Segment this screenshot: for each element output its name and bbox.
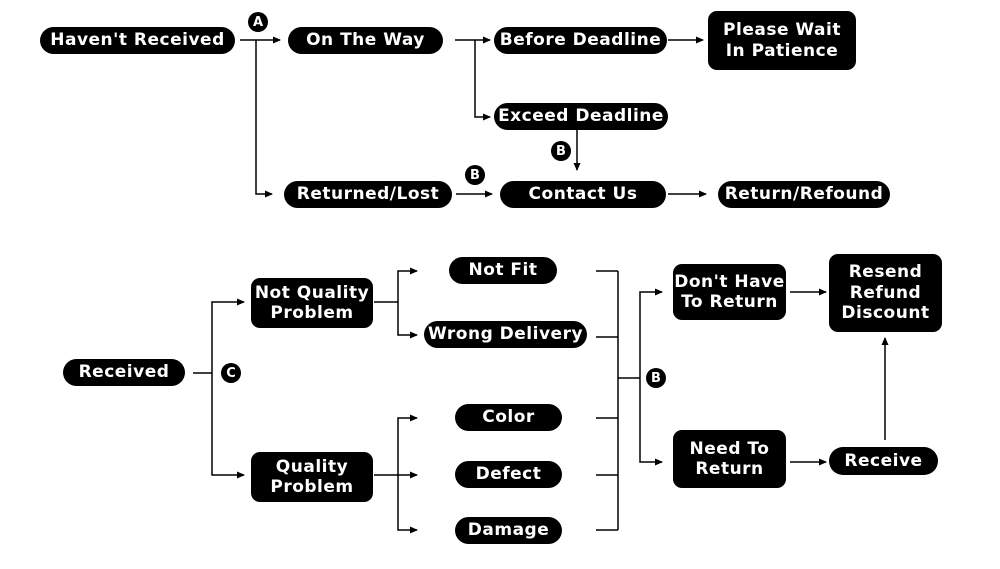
node-on-the-way: On The Way [288, 27, 443, 54]
marker-b-bottom: B [646, 368, 666, 388]
marker-c: C [221, 363, 241, 383]
arrow-received-to-notquality [211, 298, 245, 373]
arrow-to-donthave [639, 288, 663, 378]
arrow-received-to-quality [211, 373, 245, 479]
node-before-deadline: Before Deadline [494, 27, 667, 54]
node-return-refound: Return/Refound [718, 181, 890, 208]
node-havent-received: Haven't Received [40, 27, 235, 54]
node-resend-refund-discount: Resend Refund Discount [829, 254, 942, 332]
node-color: Color [455, 404, 562, 431]
node-defect: Defect [455, 461, 562, 488]
arrow-to-wrongdelivery [397, 302, 418, 339]
arrow-to-color [397, 414, 418, 475]
node-exceed-deadline: Exceed Deadline [494, 103, 668, 130]
node-need-to-return: Need To Return [673, 430, 786, 488]
node-please-wait: Please Wait In Patience [708, 11, 856, 70]
arrow-to-needto [639, 378, 663, 466]
node-receive: Receive [829, 447, 938, 475]
marker-a: A [248, 12, 268, 32]
node-not-quality-problem: Not Quality Problem [251, 278, 373, 328]
arrow-ontheway-to-exceed [474, 40, 491, 121]
node-damage: Damage [455, 517, 562, 544]
marker-b-exceed: B [551, 141, 571, 161]
arrow-havent-to-returned [255, 40, 273, 198]
node-received: Received [63, 359, 185, 386]
arrow-to-notfit [397, 267, 418, 302]
marker-b-returned: B [465, 165, 485, 185]
node-not-fit: Not Fit [449, 257, 557, 284]
node-wrong-delivery: Wrong Delivery [424, 321, 587, 348]
node-returned-lost: Returned/Lost [284, 181, 452, 208]
node-contact-us: Contact Us [500, 181, 666, 208]
node-dont-have-to-return: Don't Have To Return [673, 264, 786, 320]
arrow-to-damage [397, 475, 418, 534]
node-quality-problem: Quality Problem [251, 452, 373, 502]
